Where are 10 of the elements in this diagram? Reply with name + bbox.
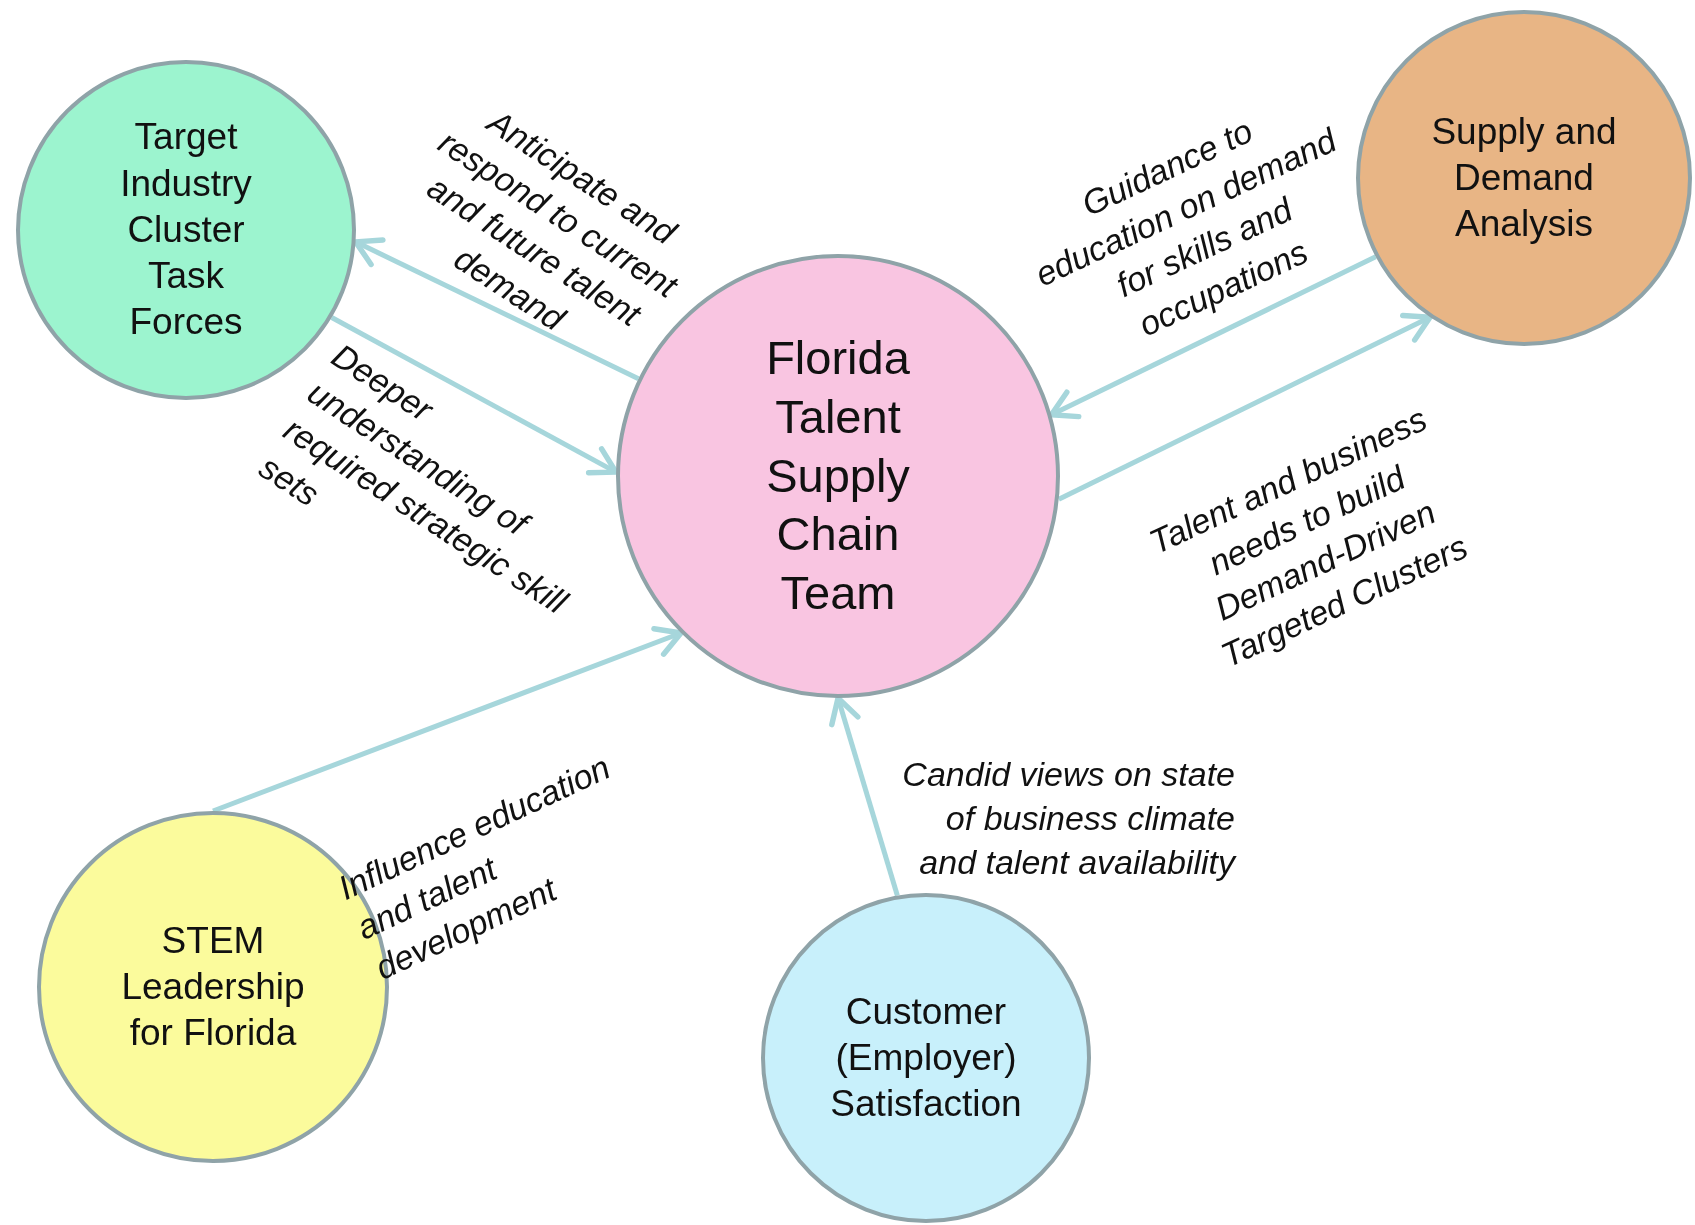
node-label: Supply and Demand Analysis bbox=[1430, 109, 1618, 247]
node-label: STEM Leadership for Florida bbox=[120, 918, 306, 1056]
node-label: Target Industry Cluster Task Forces bbox=[119, 115, 253, 345]
edge-label: Candid views on state of business climate and talent availability bbox=[901, 753, 1235, 883]
arrow bbox=[1048, 254, 1377, 420]
arrow bbox=[212, 626, 684, 814]
node-label: Customer (Employer) Satisfaction bbox=[829, 989, 1023, 1127]
node-label: Florida Talent Supply Chain Team bbox=[765, 330, 911, 622]
arrow bbox=[1057, 312, 1433, 502]
arrow bbox=[829, 695, 900, 897]
